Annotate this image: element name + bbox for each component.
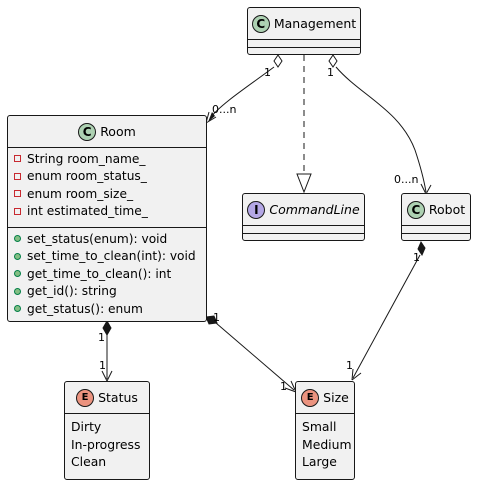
- mult-management-room-from: 1: [264, 66, 271, 79]
- mult-room-size-to: 1: [280, 380, 287, 393]
- enum-literal: Dirty: [71, 419, 102, 434]
- divider: [402, 233, 470, 234]
- divider: [8, 227, 206, 228]
- enum-size[interactable]: E Size Small Medium Large: [295, 381, 355, 480]
- edge-robot-size: 1 1: [346, 240, 426, 381]
- mult-management-room-to: 0...n: [212, 103, 236, 116]
- class-name-room: Room: [100, 124, 136, 139]
- enum-literal: Small: [302, 419, 337, 434]
- class-icon: C: [406, 200, 425, 219]
- public-icon: [14, 270, 21, 278]
- edge-room-size: 1 1: [205, 311, 297, 393]
- field-row: enum room_status_: [8, 168, 206, 186]
- edge-room-status: 1 1: [98, 319, 113, 382]
- mult-management-robot-to: 0...n: [394, 173, 418, 186]
- mult-management-robot-from: 1: [327, 66, 334, 79]
- divider: [248, 47, 360, 48]
- class-icon: C: [78, 122, 97, 141]
- public-icon: [14, 287, 21, 295]
- interface-icon: I: [247, 200, 266, 219]
- edge-management-robot: 1 0...n: [327, 54, 432, 195]
- divider: [296, 413, 354, 414]
- class-icon: C: [251, 14, 270, 33]
- divider: [243, 225, 364, 226]
- mult-robot-size-from: 1: [413, 251, 420, 264]
- private-icon: [14, 172, 21, 180]
- divider: [402, 225, 470, 226]
- enum-icon: E: [301, 388, 320, 407]
- mult-room-status-from: 1: [98, 331, 105, 344]
- enum-literal: Large: [302, 454, 337, 469]
- field-row: enum room_size_: [8, 185, 206, 203]
- enum-name-status: Status: [98, 390, 138, 405]
- private-icon: [14, 207, 21, 215]
- public-icon: [14, 252, 21, 260]
- field-row: int estimated_time_: [8, 203, 206, 221]
- enum-name-size: Size: [323, 390, 349, 405]
- class-robot[interactable]: C Robot: [401, 193, 471, 241]
- divider: [65, 413, 149, 414]
- class-name-management: Management: [273, 16, 357, 31]
- private-icon: [14, 155, 21, 163]
- private-icon: [14, 190, 21, 198]
- mult-room-size-from: 1: [213, 311, 220, 324]
- method-row: set_time_to_clean(int): void: [8, 248, 206, 266]
- mult-robot-size-to: 1: [346, 359, 353, 372]
- status-values: Dirty In-progress Clean: [65, 418, 149, 471]
- enum-status[interactable]: E Status Dirty In-progress Clean: [64, 381, 150, 480]
- room-fields: String room_name_ enum room_status_ enum…: [8, 150, 206, 220]
- public-icon: [14, 235, 21, 243]
- enum-icon: E: [76, 388, 95, 407]
- enum-literal: Medium: [302, 436, 352, 452]
- divider: [243, 233, 364, 234]
- divider: [8, 147, 206, 148]
- mult-room-status-to: 1: [99, 359, 106, 372]
- enum-literal: In-progress: [71, 436, 141, 452]
- method-row: get_id(): string: [8, 283, 206, 301]
- interface-name-commandline: CommandLine: [269, 202, 360, 217]
- edge-management-room: 1 0...n: [205, 54, 283, 124]
- method-row: get_status(): enum: [8, 300, 206, 318]
- enum-literal: Clean: [71, 454, 107, 469]
- interface-commandline[interactable]: I CommandLine: [242, 193, 365, 241]
- method-row: get_time_to_clean(): int: [8, 265, 206, 283]
- edge-management-commandline: [296, 55, 312, 194]
- method-row: set_status(enum): void: [8, 230, 206, 248]
- room-methods: set_status(enum): void set_time_to_clean…: [8, 230, 206, 318]
- divider: [248, 39, 360, 40]
- field-row: String room_name_: [8, 150, 206, 168]
- class-room[interactable]: C Room String room_name_ enum room_statu…: [7, 115, 207, 322]
- class-management[interactable]: C Management: [247, 7, 361, 55]
- size-values: Small Medium Large: [296, 418, 354, 471]
- class-name-robot: Robot: [428, 202, 466, 217]
- public-icon: [14, 305, 21, 313]
